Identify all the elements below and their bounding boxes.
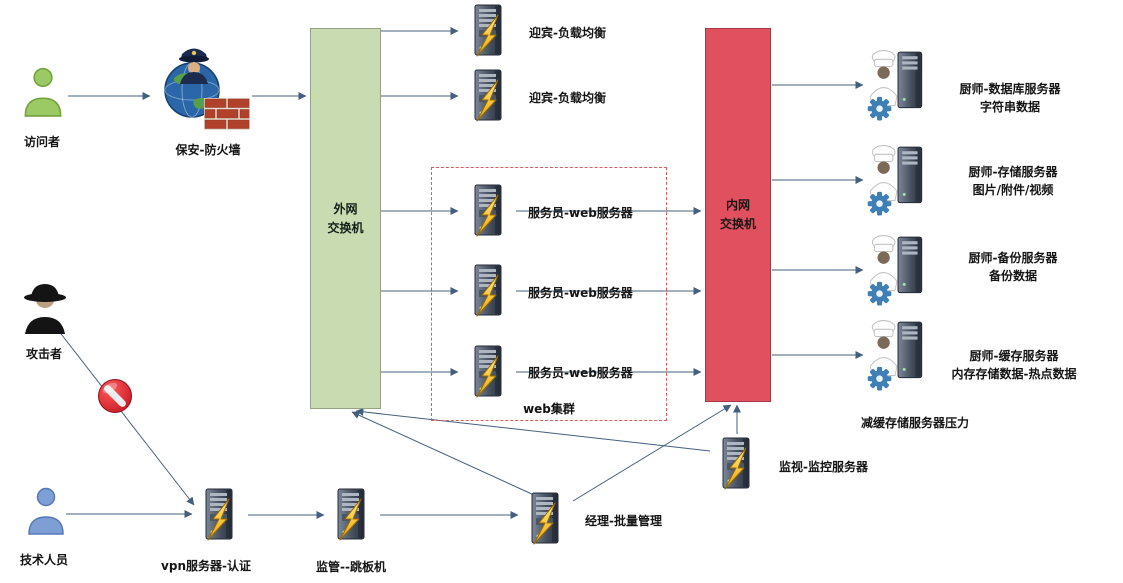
web-server-2-icon — [463, 264, 513, 318]
internal-switch-label-line2: 交换机 — [719, 217, 756, 231]
firewall-guard-icon — [152, 44, 252, 132]
cache-server-chef-icon — [866, 318, 928, 392]
external-switch: 外网 交换机 — [310, 28, 381, 409]
vpn-label: vpn服务器-认证 — [161, 559, 251, 573]
attacker-spy-icon — [22, 282, 68, 334]
backup-server-chef-icon — [866, 233, 928, 307]
edge-monitor-external-switch — [355, 407, 711, 452]
loadbalancer-2-server-icon — [463, 69, 513, 123]
jump-server-icon — [326, 488, 376, 542]
web-server-1-label: 服务员-web服务器 — [528, 206, 633, 220]
technician-label: 技术人员 — [19, 553, 69, 567]
storage-server-title: 厨师-存储服务器 — [968, 165, 1058, 179]
loadbalancer-1-label: 迎宾-负载均衡 — [529, 26, 606, 40]
loadbalancer-2-label: 迎宾-负载均衡 — [529, 91, 606, 105]
backup-server-title: 厨师-备份服务器 — [968, 251, 1058, 265]
storage-server-chef-icon — [866, 143, 928, 217]
manager-label: 经理-批量管理 — [585, 514, 662, 528]
visitor-label: 访问者 — [23, 135, 61, 149]
external-switch-label-line2: 交换机 — [327, 220, 364, 235]
edge-attacker-vpn — [57, 329, 195, 506]
visitor-person-icon — [22, 66, 64, 118]
storage-server-subtitle: 图片/附件/视频 — [972, 183, 1054, 197]
monitor-server-icon — [711, 437, 761, 491]
loadbalancer-1-server-icon — [463, 4, 513, 58]
monitor-label: 监视-监控服务器 — [779, 460, 868, 474]
cache-server-title: 厨师-缓存服务器 — [969, 349, 1059, 363]
web-server-3-icon — [463, 345, 513, 399]
vpn-server-icon — [194, 488, 244, 542]
internal-switch: 内网 交换机 — [705, 28, 771, 402]
cache-note-label: 减缓存储服务器压力 — [860, 416, 970, 430]
attacker-label: 攻击者 — [25, 347, 63, 361]
web-server-1-icon — [463, 184, 513, 238]
backup-server-subtitle: 备份数据 — [988, 269, 1038, 283]
internal-switch-label-line1: 内网 — [725, 198, 750, 212]
db-server-chef-icon — [866, 48, 928, 122]
manager-server-icon — [520, 492, 570, 546]
edge-manager-internal-switch — [572, 404, 732, 502]
external-switch-label-line1: 外网 — [333, 201, 358, 216]
web-server-2-label: 服务员-web服务器 — [528, 286, 633, 300]
technician-person-icon — [26, 486, 66, 536]
cache-server-subtitle: 内存存储数据-热点数据 — [951, 367, 1077, 381]
db-server-title: 厨师-数据库服务器 — [959, 82, 1061, 96]
web-server-3-label: 服务员-web服务器 — [528, 366, 633, 380]
edge-manager-external-switch — [351, 411, 535, 496]
firewall-label: 保安-防火墙 — [175, 143, 241, 157]
jump-label: 监管--跳板机 — [316, 560, 386, 574]
web-cluster-label: web集群 — [523, 402, 575, 416]
prohibition-icon — [97, 378, 133, 414]
web-cluster-box: web集群 — [431, 167, 667, 421]
db-server-subtitle: 字符串数据 — [979, 100, 1041, 114]
